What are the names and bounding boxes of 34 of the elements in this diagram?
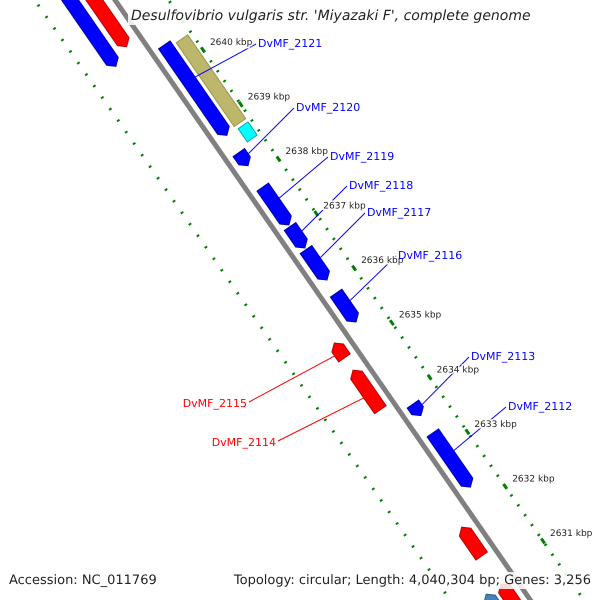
gene-block [330, 288, 359, 322]
leader-line [194, 44, 256, 78]
gene-label: DvMF_2114 [212, 436, 276, 449]
leader-line [421, 356, 470, 406]
leader-line [349, 256, 396, 302]
gene-block [350, 370, 387, 414]
gene-block [426, 428, 474, 488]
gene-block [284, 222, 308, 248]
leader-line [248, 108, 294, 154]
gene-label: DvMF_2115 [182, 397, 247, 410]
gene-label: DvMF_2118 [349, 179, 414, 192]
gene-label: DvMF_2121 [258, 37, 322, 50]
scale-label: 2639 kbp [248, 92, 290, 102]
gene-label: DvMF_2120 [296, 101, 360, 114]
gene-block [406, 399, 424, 416]
leader-line [278, 397, 364, 442]
gene-block [300, 244, 330, 281]
scale-label: 2635 kbp [398, 310, 442, 321]
gene-label: DvMF_2113 [471, 350, 536, 363]
leader-line [453, 406, 506, 452]
scale-label: 2638 kbp [286, 146, 328, 157]
scale-label: 2640 kbp [210, 38, 252, 48]
scale-label: 2631 kbp [550, 529, 592, 539]
gene-label: DvMF_2119 [330, 150, 394, 163]
leader-line [248, 355, 336, 402]
leader-line [278, 156, 328, 199]
gene-label: DvMF_2117 [367, 206, 432, 219]
gene-block [256, 182, 292, 226]
leader-line [320, 212, 366, 258]
gene-block [331, 342, 351, 363]
gene-label: DvMF_2112 [508, 400, 572, 413]
leader-line [301, 186, 348, 232]
scale-label: 2632 kbp [512, 474, 555, 484]
gene-block [232, 148, 251, 166]
